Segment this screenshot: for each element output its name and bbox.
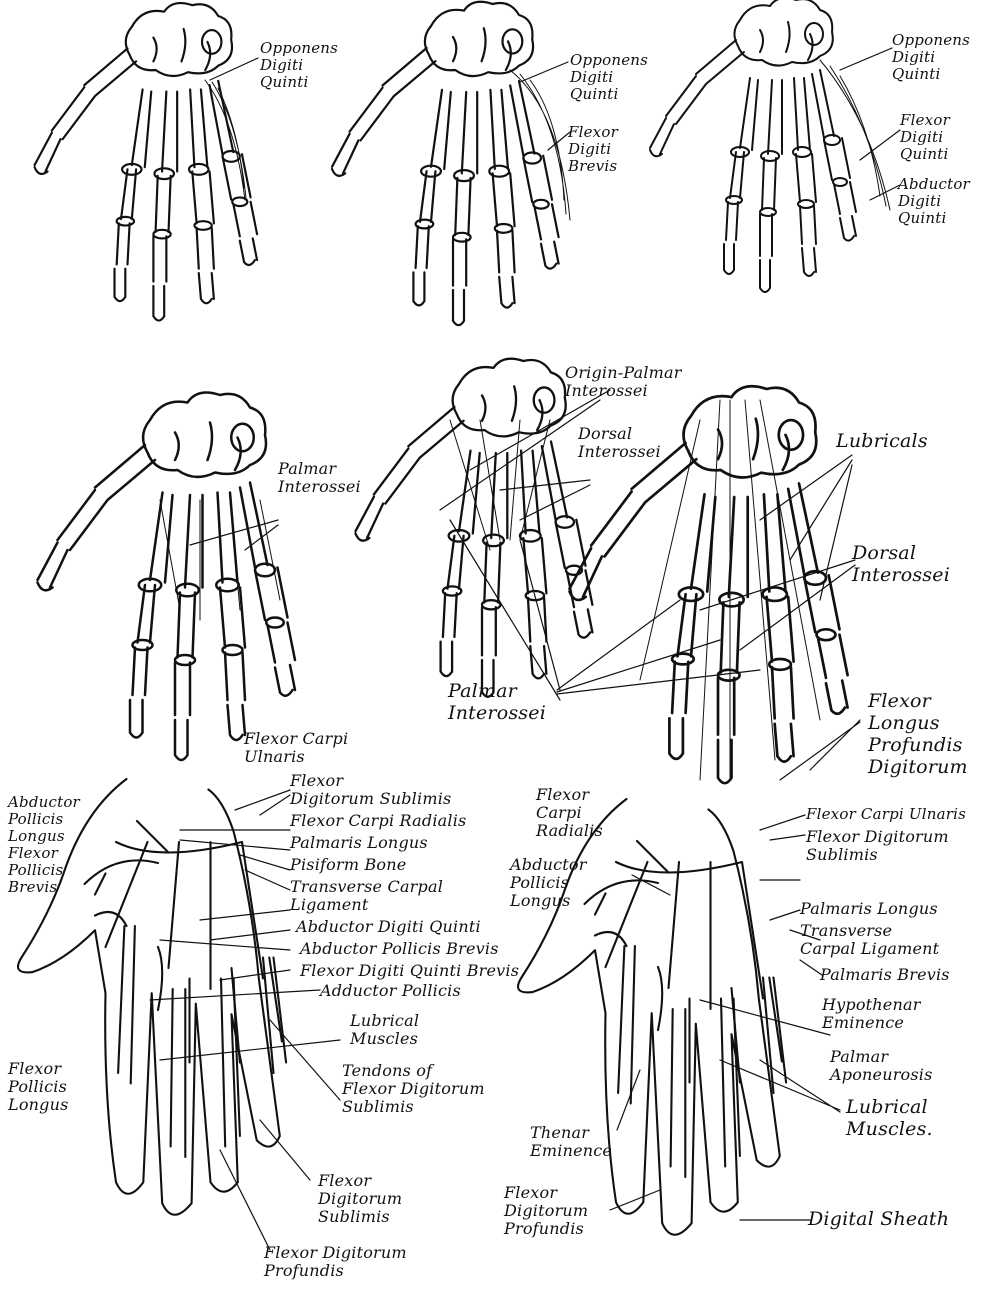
label-p8-flexor-carpi-ulnaris: Flexor Carpi Ulnaris <box>806 806 966 823</box>
label-p6-lubricals: Lubricals <box>836 430 928 452</box>
label-p7-pisiform: Pisiform Bone <box>290 856 406 874</box>
label-p8-thenar: Thenar Eminence <box>530 1124 612 1160</box>
label-p2-flexor: Flexor Digiti Brevis <box>568 124 618 175</box>
label-p7-abd-dig-quinti: Abductor Digiti Quinti <box>296 918 481 936</box>
label-p8-transverse: Transverse Carpal Ligament <box>800 922 939 958</box>
label-p8-palmar-apo: Palmar Aponeurosis <box>830 1048 933 1084</box>
label-p7-flex-dig-sublimis2: Flexor Digitorum Sublimis <box>318 1172 402 1226</box>
label-p8-lubrical: Lubrical Muscles. <box>846 1096 933 1140</box>
label-p3-abductor: Abductor Digiti Quinti <box>898 176 970 227</box>
label-p7-flexor-dig-sublimis: Flexor Digitorum Sublimis <box>290 772 451 808</box>
label-p2-opponens: Opponens Digiti Quinti <box>570 52 648 103</box>
label-p8-hypothenar: Hypothenar Eminence <box>822 996 921 1032</box>
label-p8-flexor-dig-sublimis: Flexor Digitorum Sublimis <box>806 828 949 864</box>
label-p5-palmar: Palmar Interossei <box>448 680 546 724</box>
label-p5-origin: Origin-Palmar Interossei <box>565 364 682 400</box>
label-p7-lubrical: Lubrical Muscles <box>350 1012 419 1048</box>
label-p7-adductor-pollicis: Adductor Pollicis <box>320 982 461 1000</box>
label-p7-flex-dig-profundis: Flexor Digitorum Profundis <box>264 1244 407 1280</box>
label-p7-flexor-carpi-ulnaris: Flexor Carpi Ulnaris <box>244 730 348 766</box>
label-p8-palmaris-longus: Palmaris Longus <box>800 900 938 918</box>
label-p3-flexor: Flexor Digiti Quinti <box>900 112 950 163</box>
label-p7-tendons: Tendons of Flexor Digitorum Sublimis <box>342 1062 485 1116</box>
label-p7-abd-poll-brevis: Abductor Pollicis Brevis <box>300 940 499 958</box>
label-p7-flexor-poll-longus: Flexor Pollicis Longus <box>8 1060 69 1114</box>
label-p7-abductor-left: Abductor Pollicis Longus Flexor Pollicis… <box>8 794 80 896</box>
label-p6-flexor: Flexor Longus Profundis Digitorum <box>868 690 968 778</box>
label-p5-dorsal: Dorsal Interossei <box>578 425 661 461</box>
label-p8-flexor-carpi-radialis: Flexor Carpi Radialis <box>536 786 603 840</box>
label-p1-opponens: Opponens Digiti Quinti <box>260 40 338 91</box>
label-p8-palmaris-brevis: Palmaris Brevis <box>820 966 950 984</box>
label-p6-dorsal: Dorsal Interossei <box>852 542 950 586</box>
label-p4-palmar: Palmar Interossei <box>278 460 361 496</box>
label-p8-abductor-poll-longus: Abductor Pollicis Longus <box>510 856 587 910</box>
label-p7-palmaris-longus: Palmaris Longus <box>290 834 428 852</box>
label-p8-digital-sheath: Digital Sheath <box>808 1208 949 1230</box>
label-p8-flexor-dig-profundis: Flexor Digitorum Profundis <box>504 1184 588 1238</box>
label-p7-flexor-carpi-radialis: Flexor Carpi Radialis <box>290 812 466 830</box>
label-p7-flex-dig-quinti-brevis: Flexor Digiti Quinti Brevis <box>300 962 519 980</box>
label-p7-transverse: Transverse Carpal Ligament <box>290 878 443 914</box>
label-p3-opponens: Opponens Digiti Quinti <box>892 32 970 83</box>
